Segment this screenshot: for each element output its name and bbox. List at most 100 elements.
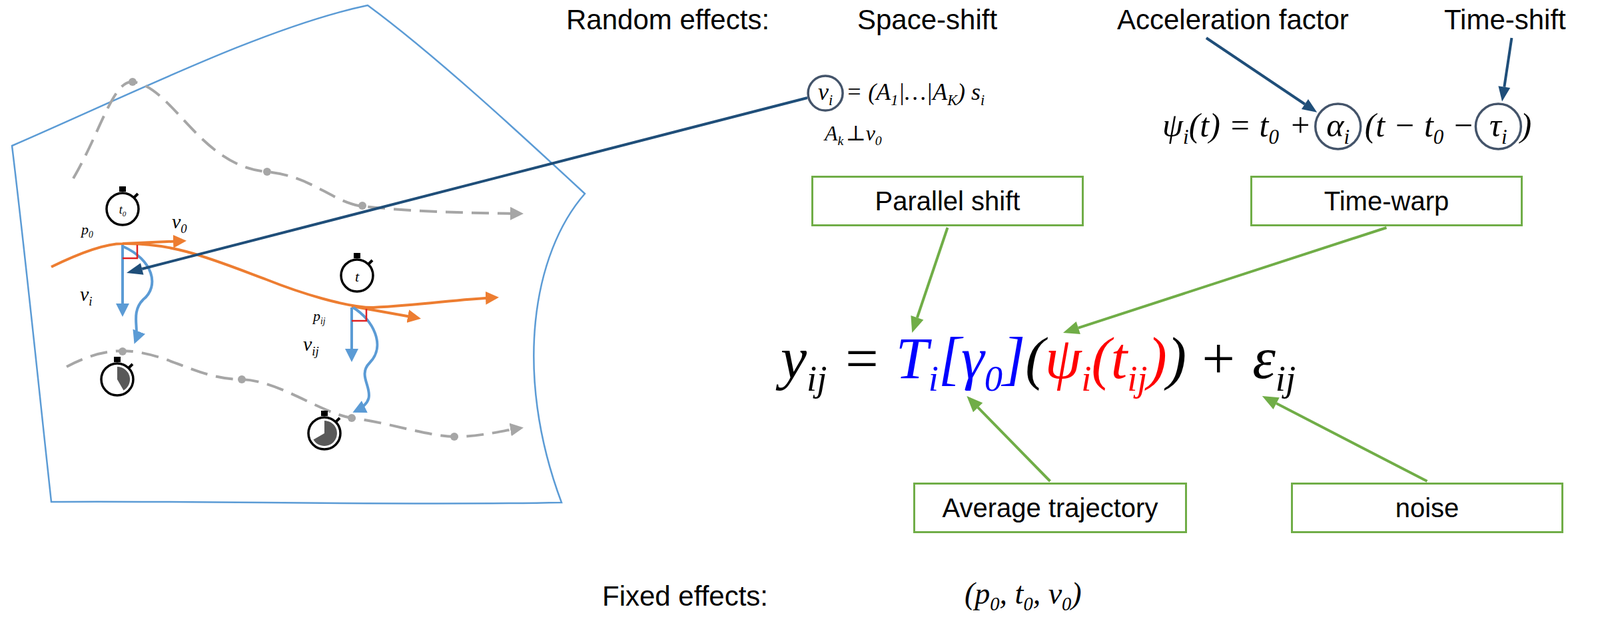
math-symbol: α <box>1326 106 1344 144</box>
math-symbol: k <box>837 133 844 148</box>
math-symbol: A <box>824 121 838 146</box>
leader-arrow <box>1206 37 1317 113</box>
trajectory-dot <box>347 414 356 423</box>
math-symbol: ij <box>1275 358 1296 400</box>
math-symbol: (t) = t <box>1189 106 1269 144</box>
math-symbol: + <box>1288 106 1312 144</box>
process-box: Average trajectory <box>913 482 1188 534</box>
math-symbol: ij <box>806 358 827 400</box>
formula-line: v0 <box>171 210 188 236</box>
math-symbol: T <box>895 326 929 392</box>
parallel-shift-curve <box>122 246 152 342</box>
box-label: noise <box>1395 493 1460 524</box>
math-symbol: i <box>1183 125 1190 149</box>
manifold-surface <box>11 5 585 505</box>
math-symbol: v <box>79 283 89 306</box>
math-symbol: i <box>928 358 939 400</box>
formula-line: Time-shift <box>1444 3 1567 36</box>
trajectory-dot <box>237 375 246 384</box>
section-label: Fixed effects: <box>602 580 769 613</box>
math-symbol: K <box>947 91 958 109</box>
space-shift-arrow <box>121 245 124 315</box>
math-symbol: 0 <box>180 221 187 236</box>
leader-arrow <box>1498 37 1512 102</box>
math-symbol: v <box>171 210 181 233</box>
math-symbol: 0 <box>1023 594 1033 615</box>
math-symbol: [γ <box>938 326 985 392</box>
grey-trajectory <box>66 351 521 437</box>
math-symbol: ( <box>1025 326 1045 392</box>
formula-line: pij <box>313 307 326 327</box>
math-symbol: − <box>1452 106 1475 144</box>
math-symbol: ψ <box>1162 106 1184 144</box>
math-symbol: ij <box>311 344 319 359</box>
formula-line: p0 <box>81 221 94 240</box>
math-symbol: + ε <box>1198 326 1276 392</box>
math-symbol: 0 <box>88 229 94 240</box>
trajectory-dot <box>128 77 137 86</box>
formula-line: t <box>355 268 360 286</box>
math-symbol: ij <box>320 316 326 327</box>
math-symbol: ] <box>1002 326 1026 392</box>
formula-line: (p0, t0, v0) <box>964 576 1082 617</box>
math-symbol: (p <box>964 576 990 611</box>
math-symbol: , t <box>999 576 1024 611</box>
math-symbol: p <box>81 221 89 238</box>
formula-line: Acceleration factor <box>1117 3 1349 36</box>
leader-arrow <box>1262 396 1428 482</box>
grey-trajectory <box>73 81 521 214</box>
section-label: Acceleration factor <box>1117 3 1349 36</box>
math-symbol: 0 <box>875 133 882 148</box>
math-symbol: i <box>828 91 833 109</box>
parallel-shift-curve <box>353 307 378 412</box>
formula-line: t0 <box>119 203 127 219</box>
math-symbol: , v <box>1033 576 1062 611</box>
process-box: Parallel shift <box>811 175 1084 227</box>
leader-arrow <box>910 227 948 334</box>
leader-arrow <box>126 97 808 276</box>
velocity-arrow <box>122 241 184 244</box>
math-symbol: ) <box>1147 326 1168 392</box>
math-symbol: t <box>119 203 123 217</box>
box-label: Parallel shift <box>875 186 1021 217</box>
math-symbol: = <box>841 326 881 392</box>
math-symbol: i <box>1501 125 1508 149</box>
formula-line: Ak⊥v0 <box>824 121 882 149</box>
math-symbol: ) <box>1520 106 1533 144</box>
math-symbol: v <box>817 78 829 106</box>
velocity-arrow <box>351 306 419 319</box>
math-symbol: 0 <box>1061 594 1072 615</box>
math-symbol: 0 <box>122 209 127 218</box>
formula-line: ψi(t) = t0+αi(t − t0−τi) <box>1162 106 1532 149</box>
trajectory-dot <box>263 167 272 176</box>
math-symbol: ) <box>1167 326 1187 392</box>
formula-line: vi <box>79 283 93 309</box>
math-symbol: ψ <box>1045 326 1082 392</box>
math-symbol: i <box>88 294 92 309</box>
trajectory-dot <box>358 201 367 210</box>
formula-line: Random effects: <box>566 3 770 36</box>
random-effect-circle <box>807 75 843 111</box>
math-symbol: i <box>1081 358 1092 400</box>
section-label: Random effects: <box>566 3 770 36</box>
random-effect-circle <box>1315 103 1361 150</box>
trajectory-dot <box>118 347 127 356</box>
stopwatch <box>341 253 374 292</box>
math-symbol: 0 <box>984 358 1003 400</box>
math-symbol: 1 <box>890 91 898 109</box>
section-label: Space-shift <box>857 3 998 36</box>
math-symbol: y <box>780 326 807 392</box>
math-symbol: i <box>980 91 985 109</box>
process-box: noise <box>1290 482 1564 534</box>
math-symbol: τ <box>1489 106 1502 144</box>
math-symbol: |…|A <box>897 78 948 106</box>
math-symbol: = (A <box>845 78 891 106</box>
formula-line: Space-shift <box>857 3 998 36</box>
space-shift-arrow <box>350 307 354 360</box>
stopwatch <box>106 186 139 226</box>
math-symbol: (t − t <box>1364 106 1434 144</box>
math-symbol: t <box>355 268 360 286</box>
formula-line: vij <box>303 333 320 359</box>
math-symbol: i <box>1344 125 1351 149</box>
